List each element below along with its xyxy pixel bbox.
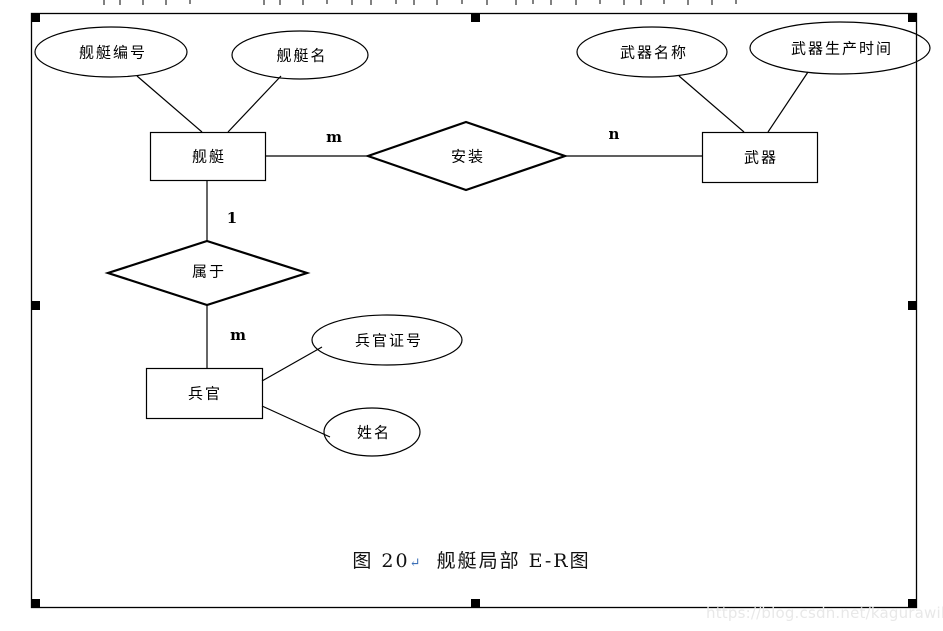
entity-ship[interactable]: 舰艇 [149,131,267,182]
edge-shipname-ship [227,75,282,133]
handle-bottom-center [471,599,480,608]
edge-officer-officerid [261,346,323,382]
attribute-ship-name[interactable]: 舰艇名 [231,30,369,80]
connector-lines [136,71,809,438]
figure-caption: 图 20↵ 舰艇局部 E-R图 [0,546,943,573]
attribute-label: 兵官证号 [355,332,423,350]
edge-weapontime-weapon [767,71,809,133]
attribute-ship-no[interactable]: 舰艇编号 [34,26,188,78]
watermark: https://blog.csdn.net/kagurawill [706,604,943,622]
relationship-install[interactable]: 安装 [364,120,569,192]
entity-label: 武器 [744,149,778,167]
attribute-label: 姓名 [357,424,391,442]
caption-title: 舰艇局部 E-R图 [436,550,591,572]
handle-bottom-right [908,599,917,608]
handle-middle-right [908,301,917,310]
handle-bottom-left [31,599,40,608]
edge-officer-officername [261,405,331,438]
handle-top-center [471,13,480,22]
attribute-officer-id[interactable]: 兵官证号 [311,314,463,366]
selection-frame[interactable] [30,12,918,609]
attribute-label: 武器名称 [620,44,688,62]
caption-prefix: 图 20 [352,550,410,572]
attribute-weapon-name[interactable]: 武器名称 [576,26,728,78]
handle-top-right [908,13,917,22]
entity-label: 兵官 [188,385,222,403]
attribute-officer-name[interactable]: 姓名 [323,407,421,457]
cardinality-m-install: m [326,128,342,146]
handle-middle-left [31,301,40,310]
selection-handles[interactable] [31,13,917,608]
cropped-text-ticks [103,0,737,5]
relationship-belongto[interactable]: 属于 [104,239,311,307]
cardinality-n-install: n [609,125,620,143]
entity-weapon[interactable]: 武器 [701,131,819,184]
cardinality-1-belongto: 1 [227,209,237,227]
relationship-label: 安装 [451,148,485,166]
attribute-label: 舰艇名 [276,47,327,65]
attribute-weapon-time[interactable]: 武器生产时间 [749,21,931,75]
entity-label: 舰艇 [192,148,226,166]
caption-return-mark: ↵ [409,556,421,571]
attribute-label: 舰艇编号 [79,44,147,62]
entity-officer[interactable]: 兵官 [145,367,264,420]
attribute-label: 武器生产时间 [791,40,893,58]
relationship-label: 属于 [192,263,226,281]
edge-shipno-ship [136,75,203,133]
cardinality-m-belongto: m [230,326,246,344]
handle-top-left [31,13,40,22]
edge-weaponname-weapon [678,75,745,133]
